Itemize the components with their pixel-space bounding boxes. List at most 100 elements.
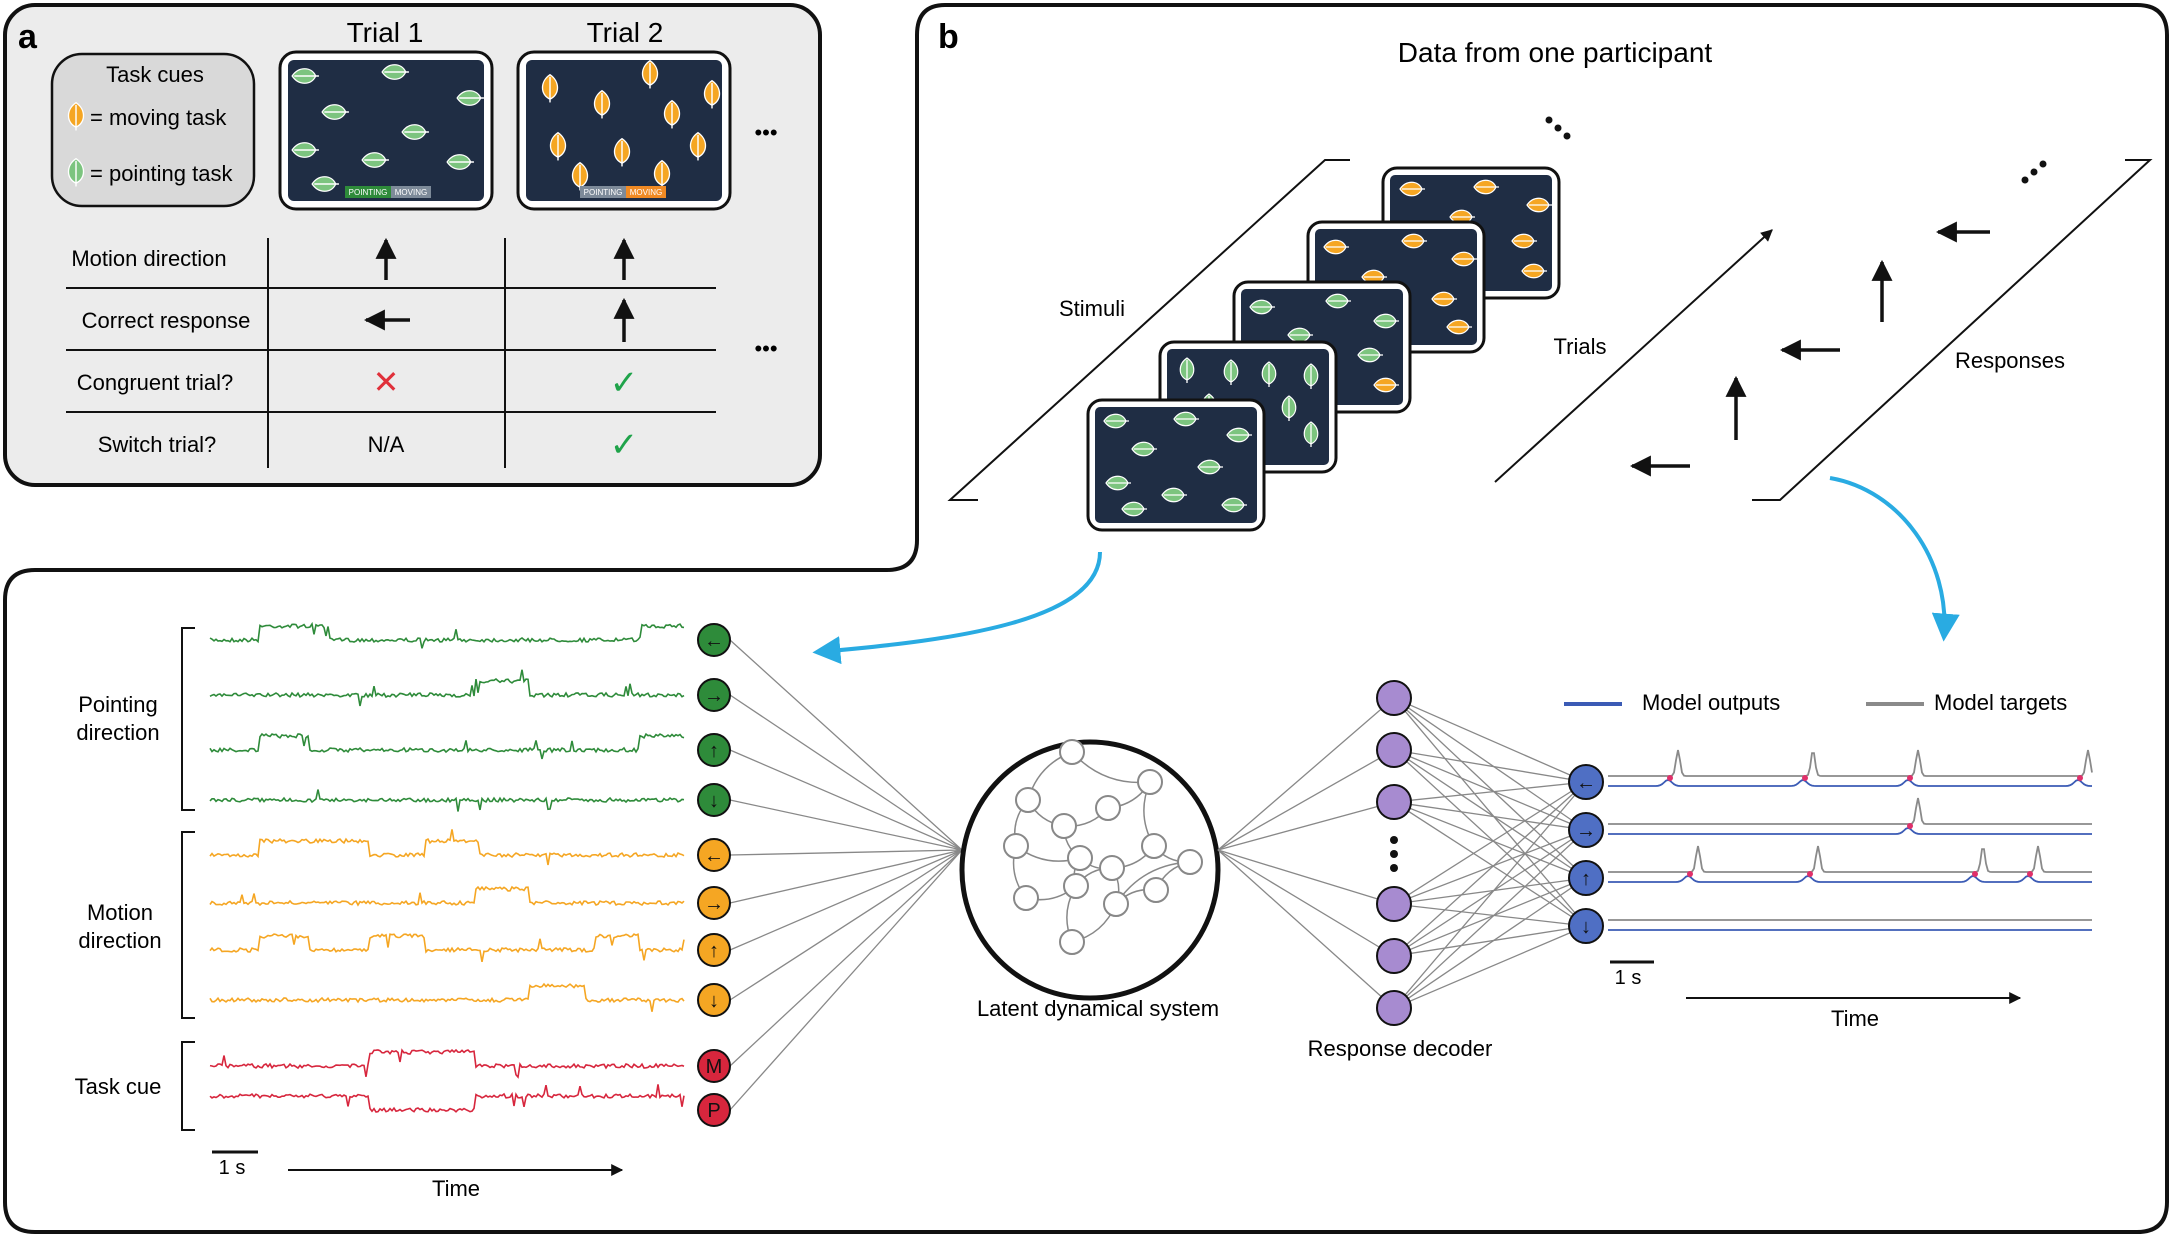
latent-circle (959, 739, 1221, 1001)
input-traces (209, 621, 685, 1113)
table-ellipsis: ••• (754, 336, 777, 361)
decoder-to-output-edge (1393, 801, 1587, 927)
output-node-symbol: ↓ (1581, 916, 1591, 938)
decoder-to-output-edge (1393, 697, 1587, 879)
legend-targets-label: Model targets (1934, 690, 2067, 715)
input-edge (729, 694, 963, 851)
target-trace (1608, 749, 2093, 777)
input-trace (209, 829, 685, 866)
row-label-congruent: Congruent trial? (77, 370, 234, 395)
decoder-to-output-edge (1393, 829, 1587, 905)
trial2-stimulus: POINTING MOVING (516, 50, 732, 211)
latent-to-decoder-edge (1217, 849, 1395, 1009)
latent-node (1059, 739, 1085, 765)
latent-node (1063, 873, 1089, 899)
stack-ellipsis (1545, 116, 1571, 140)
trial2-bar-pointing: POINTING (584, 188, 623, 197)
decoder-node (1376, 990, 1412, 1026)
response-marker (1972, 871, 1978, 877)
stimulus-stack (1086, 166, 1561, 532)
latent-node (1003, 833, 1029, 859)
trial2-bar-moving: MOVING (630, 188, 662, 197)
decoder-to-output-edge (1393, 781, 1587, 905)
decoder-to-output-edge (1393, 697, 1587, 831)
latent-node (1059, 929, 1085, 955)
latent-to-decoder-edge (1217, 849, 1395, 957)
decoder-nodes (1376, 680, 1412, 1026)
latent-network (1003, 739, 1203, 955)
input-node: ↑ (697, 933, 731, 967)
decoder-to-output-edge (1393, 781, 1587, 957)
decoder-to-output-edge (1393, 749, 1587, 927)
output-node-symbol: → (1576, 820, 1596, 842)
response-marker (1802, 775, 1808, 781)
stimuli-bracket (947, 159, 1350, 501)
decoder-node (1376, 784, 1412, 820)
latent-node (1137, 769, 1163, 795)
trial2-title: Trial 2 (587, 17, 664, 48)
input-trace (209, 789, 685, 812)
input-trace (209, 1048, 685, 1079)
output-nodes: ←→↑↓ (1568, 764, 1604, 944)
responses-ellipsis (2021, 160, 2047, 184)
input-edge (729, 849, 963, 904)
responses-to-targets-arrow (1829, 476, 1960, 642)
input-node-symbol: M (706, 1056, 723, 1078)
input-edge (729, 849, 963, 1067)
response-marker (1907, 823, 1913, 829)
decoder-node (1376, 732, 1412, 768)
input-edge (729, 849, 963, 856)
trial1-title: Trial 1 (347, 17, 424, 48)
latent-node (1103, 891, 1129, 917)
input-node-symbol: ↑ (709, 940, 719, 962)
input-trace (209, 1084, 685, 1113)
responses-bracket (1752, 159, 2153, 501)
trial1-bar-pointing: POINTING (349, 188, 388, 197)
input-trace (209, 621, 685, 649)
time-label-left: Time (432, 1176, 480, 1201)
input-node-symbol: → (704, 893, 724, 915)
input-edge (729, 849, 963, 1001)
latent-node (1015, 787, 1041, 813)
latent-to-decoder-edge (1217, 801, 1395, 851)
response-marker (1807, 871, 1813, 877)
decoder-ellipsis (1390, 836, 1398, 872)
decoder-to-output-edge (1393, 749, 1587, 879)
latent-node (1141, 833, 1167, 859)
task-cues-title: Task cues (106, 62, 204, 87)
cross-icon: ✕ (373, 364, 400, 400)
input-node: P (697, 1093, 731, 1127)
latent-node (1143, 877, 1169, 903)
group-label-motion-2: direction (78, 928, 161, 953)
legend-outputs-label: Model outputs (1642, 690, 1780, 715)
panel-a: a Task cues = moving task = pointing tas… (3, 3, 822, 487)
input-trace (209, 933, 685, 962)
panel-c: Pointing direction Motion direction Task… (75, 621, 2093, 1201)
output-node: ↓ (1568, 908, 1604, 944)
decoder-label: Response decoder (1308, 1036, 1493, 1061)
input-node: ← (697, 623, 731, 657)
stimulus-card (1086, 398, 1266, 532)
latent-to-decoder-edge (1217, 849, 1395, 905)
input-node: ↓ (697, 983, 731, 1017)
decoder-to-output-edge (1393, 801, 1587, 879)
input-trace (209, 669, 685, 707)
input-node-symbol: ↓ (709, 790, 719, 812)
input-trace (209, 982, 685, 1012)
moving-cue-text: = moving task (90, 105, 227, 130)
pointing-cue-text: = pointing task (90, 161, 233, 186)
latent-node (1095, 795, 1121, 821)
decoder-edges (1217, 697, 1587, 1009)
panel-b-label: b (938, 18, 959, 56)
row-label-motion: Motion direction (71, 246, 226, 271)
input-trace (209, 885, 685, 907)
target-trace (1608, 797, 2092, 825)
output-trace (1608, 827, 2092, 835)
trials-arrow (1494, 229, 1773, 483)
group-label-pointing-2: direction (76, 720, 159, 745)
decoder-node (1376, 886, 1412, 922)
stimuli-to-inputs-arrow (812, 551, 1102, 665)
response-marker (1907, 775, 1913, 781)
decoder-to-output-edge (1393, 749, 1587, 831)
